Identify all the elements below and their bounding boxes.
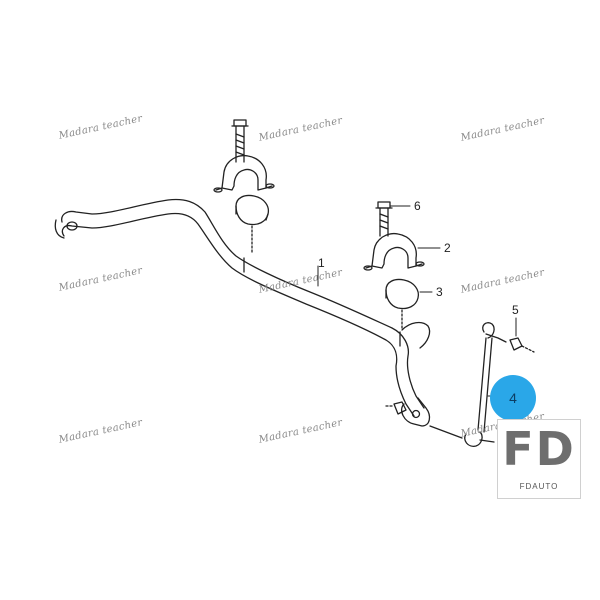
logo-text: FDAUTO <box>519 482 559 491</box>
callout-1: 1 <box>318 256 325 270</box>
clamp-bracket-left <box>213 154 275 193</box>
bushing-3 <box>385 278 420 310</box>
stabilizer-bar <box>54 198 431 427</box>
stabilizer-link <box>429 322 507 447</box>
callout-3: 3 <box>436 285 443 299</box>
callout-6: 6 <box>414 199 421 213</box>
clamp-bracket-2 <box>363 232 425 271</box>
nut-lower <box>385 401 407 415</box>
callout-4-label: 4 <box>509 390 517 406</box>
fdauto-logo: FD FDAUTO <box>497 419 581 499</box>
callout-5: 5 <box>512 303 519 317</box>
logo-mark: FD <box>502 422 576 476</box>
highlighted-callout-4: 4 <box>490 375 536 421</box>
callout-2: 2 <box>444 241 451 255</box>
bushing-left <box>235 194 270 226</box>
nut-5 <box>509 337 535 353</box>
bolt-6 <box>375 201 393 237</box>
